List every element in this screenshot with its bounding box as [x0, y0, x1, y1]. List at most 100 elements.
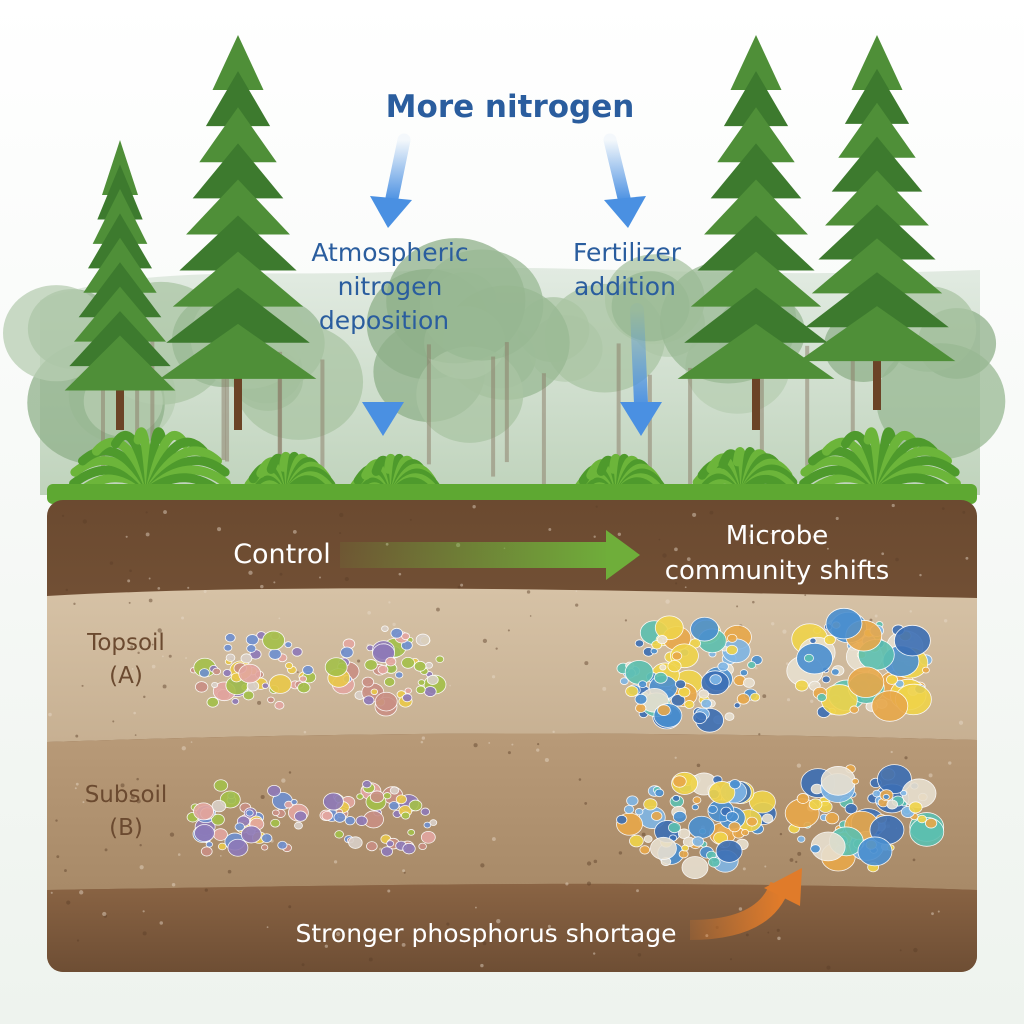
soil-speck [962, 510, 966, 514]
background-tree-trunk [759, 345, 764, 466]
soil-speck [74, 787, 77, 790]
microbe-cell [809, 637, 817, 644]
soil-speck [890, 750, 893, 754]
microbe-cell [650, 836, 677, 860]
soil-speck [56, 855, 60, 859]
soil-speck [112, 720, 115, 723]
soil-speck [931, 912, 934, 916]
soil-speck [449, 684, 451, 687]
microbe-cell [240, 825, 262, 844]
microbe-cell [206, 696, 219, 708]
soil-speck [248, 570, 253, 575]
soil-speck [266, 926, 269, 929]
soil-speck [142, 910, 145, 913]
soil-profile [47, 500, 977, 972]
soil-speck [392, 622, 396, 627]
pine-foliage [159, 323, 317, 379]
microbe-cell [797, 835, 806, 843]
pine-foliage [805, 272, 949, 328]
soil-speck [81, 684, 84, 687]
microbe-cell [656, 635, 668, 645]
microbe-cell [746, 816, 758, 827]
soil-speck [909, 610, 912, 613]
soil-speck [674, 756, 677, 759]
microbe-cell [743, 677, 755, 688]
soil-speck [398, 572, 402, 576]
fertilizer-arrow-upper-shaft [603, 133, 631, 205]
soil-speck [782, 629, 787, 634]
soil-speck [958, 720, 964, 725]
microbe-cell [672, 810, 687, 823]
pine-foliage [684, 287, 828, 343]
microbe-cell [831, 668, 840, 676]
soil-speck [665, 599, 670, 604]
soil-speck [602, 686, 607, 691]
microbe-cell [261, 682, 269, 689]
microbe-cell [401, 811, 411, 820]
soil-speck [965, 556, 969, 560]
soil-speck [742, 867, 746, 871]
soil-speck [624, 619, 628, 622]
microbe-cell [223, 643, 233, 652]
microbe-cell [624, 660, 654, 685]
soil-speck [948, 761, 952, 765]
microbe-cell [415, 633, 431, 646]
soil-speck [674, 547, 678, 552]
soil-speck [941, 507, 945, 510]
soil-speck [203, 590, 207, 594]
soil-speck [125, 535, 128, 538]
atmospheric-label-line1: Atmospheric [311, 238, 468, 267]
subsoil-layer [47, 733, 977, 890]
microbe-cell [653, 671, 668, 684]
soil-speck [148, 598, 153, 603]
microbe-cell [851, 778, 859, 785]
pine-foliage [844, 68, 910, 124]
microbe-cell [388, 801, 400, 811]
microbe-cell [736, 693, 750, 705]
soil-speck [109, 561, 114, 565]
pine-foliage [697, 215, 815, 271]
microbe-cell [423, 686, 437, 697]
soil-speck [227, 869, 232, 874]
soil-speck [333, 860, 338, 864]
soil-speck [776, 928, 780, 932]
microbe-cell [675, 679, 687, 689]
microbe-cell [639, 845, 651, 855]
soil-speck [779, 832, 783, 836]
soil-speck [767, 931, 770, 934]
microbe-cell [728, 821, 741, 833]
microbe-cell [284, 641, 293, 649]
soil-speck [771, 622, 775, 626]
background-tree-trunk [150, 340, 155, 461]
soil-speck [788, 566, 791, 569]
soil-speck [75, 734, 79, 738]
microbe-cell [277, 840, 288, 850]
microbe-cell [261, 844, 269, 851]
microbe-cell [749, 790, 776, 814]
soil-speck [278, 617, 281, 620]
soil-speck [401, 942, 406, 947]
pine-foliage [717, 107, 795, 163]
microbe-cell [670, 694, 686, 707]
shifted-subsoil-cluster-2 [784, 764, 945, 873]
soil-speck [171, 882, 176, 887]
fertilizer-label-line1: Fertilizer [573, 238, 682, 267]
pine-tree-right-tall [677, 35, 835, 430]
microbe-cell [715, 839, 743, 863]
microbe-cell [211, 681, 219, 688]
microbe-cell [681, 856, 709, 879]
microbe-cell [871, 690, 909, 722]
control-label: Control [233, 539, 331, 570]
soil-speck [257, 700, 262, 705]
microbe-cell [246, 644, 257, 653]
microbe-cell [389, 786, 400, 795]
soil-speck [826, 965, 831, 970]
microbe-cell [698, 689, 710, 699]
title-more-nitrogen: More nitrogen [386, 89, 635, 125]
soil-speck [287, 554, 292, 558]
pine-foliage [186, 179, 290, 235]
subsoil-label-line1: Subsoil [85, 782, 168, 808]
soil-speck [595, 505, 598, 508]
soil-speck [826, 547, 829, 550]
